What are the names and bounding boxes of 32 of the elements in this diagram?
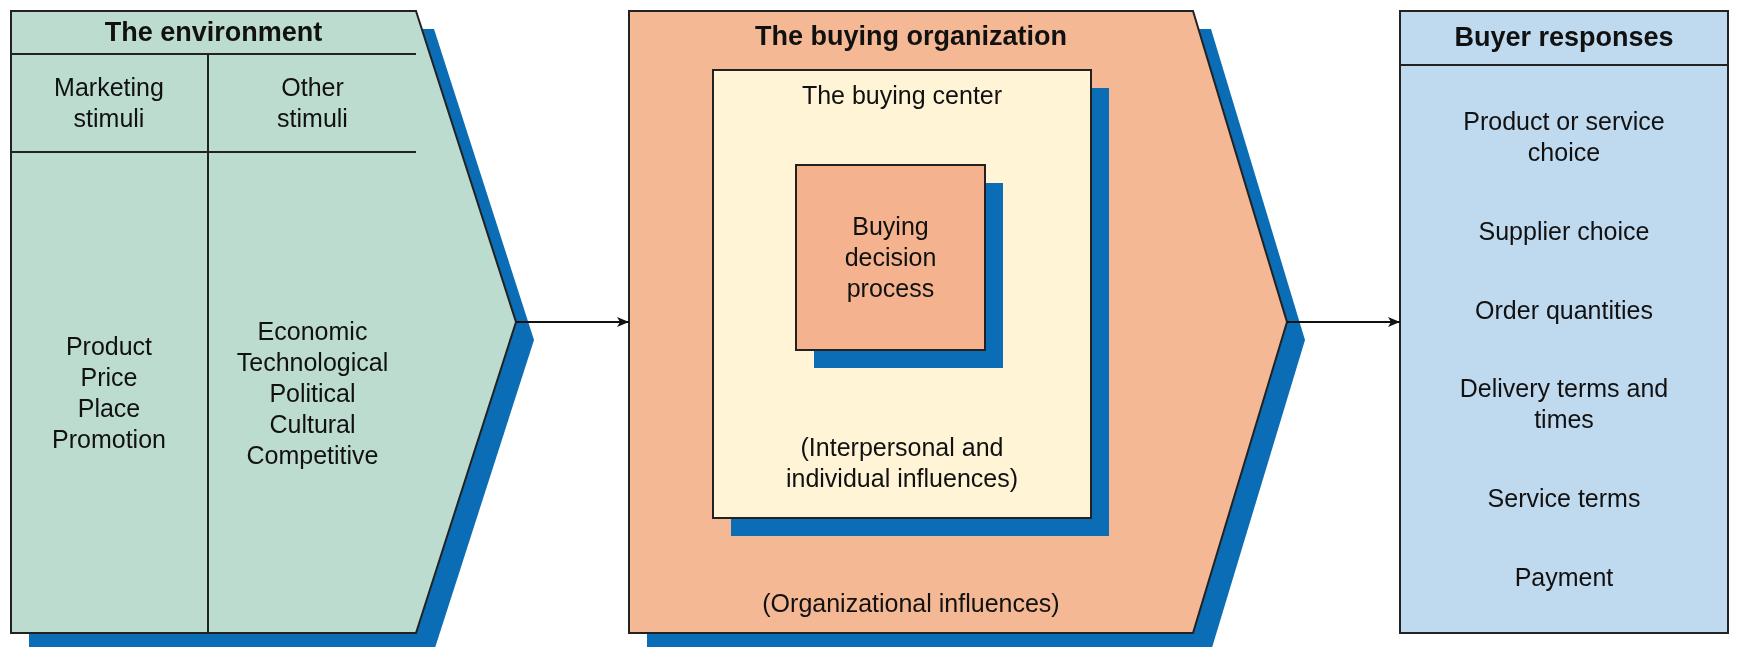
environment-panel [11,11,516,633]
stimulus-item: Promotion [52,424,166,455]
buying-center-box [713,70,1091,518]
response-item: Service terms [1487,483,1641,515]
stimulus-item: Technological [236,346,389,378]
process-box [796,165,985,350]
table-cell [11,55,209,153]
stimulus-item: Competitive [246,439,379,471]
arrow [1286,317,1401,327]
response-item: Delivery terms and times [1458,373,1670,436]
cell-text: Buying decision process [843,211,938,304]
arrow [515,317,630,327]
influence-note: (Organizational influences) [762,588,1060,619]
cell-text: Marketing stimuli [53,72,165,134]
influence-note: (Interpersonal and individual influences) [784,432,1020,494]
stimulus-item: Economic [257,315,368,347]
stimulus-item: Cultural [269,408,356,440]
stimulus-item: Price [80,362,138,393]
response-item: Supplier choice [1478,215,1650,247]
response-item: Payment [1514,562,1614,593]
stimulus-item: Product [65,331,153,362]
stimulus-item: Political [269,377,356,409]
box-heading: The buying organization [755,21,1067,52]
cell-text: Other stimuli [276,72,349,134]
panel-heading: The environment [104,16,323,48]
box-heading: The buying center [801,80,1003,111]
response-item: Order quantities [1475,294,1653,326]
response-item: Product or service choice [1462,106,1666,168]
panel-heading: Buyer responses [1454,22,1674,53]
responses-panel [1400,11,1728,633]
stimulus-item: Place [77,393,141,424]
organization-panel [629,11,1287,633]
